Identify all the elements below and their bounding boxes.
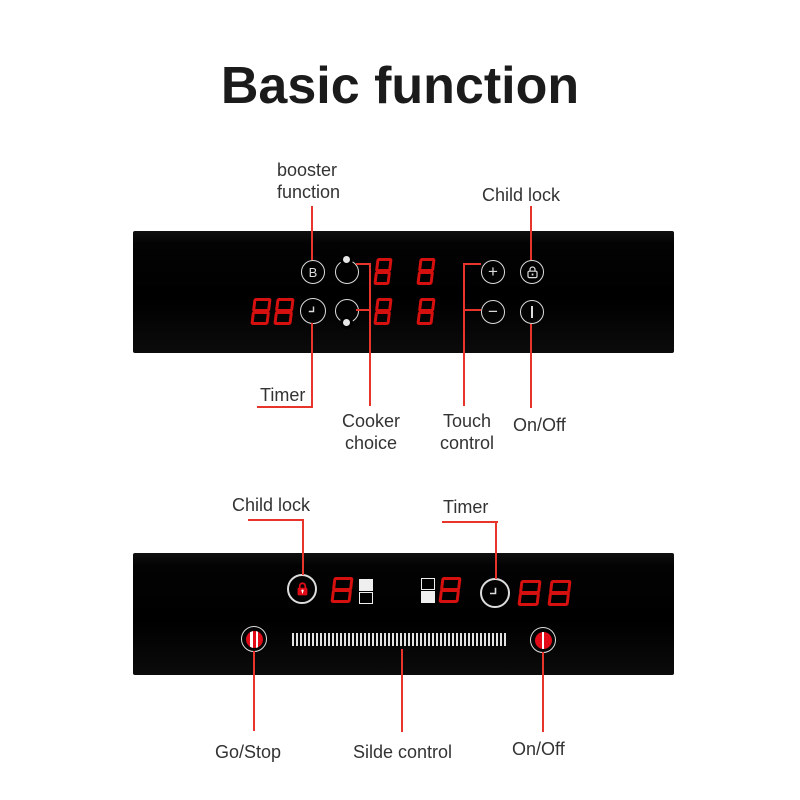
minus-button[interactable]: − xyxy=(481,300,505,324)
leader-line-timer-2-h xyxy=(442,521,498,523)
leader-line-cooker-stub-top xyxy=(356,263,369,265)
leader-line-child-lock-2-v xyxy=(302,519,304,575)
cooker-zone-top-icon xyxy=(343,256,350,263)
cooker-zone-bottom-icon xyxy=(343,319,350,326)
leader-line-onoff-2 xyxy=(542,652,544,732)
label-touch-control: Touch control xyxy=(439,411,495,453)
zone-display-top-left xyxy=(375,258,391,285)
timer-display-1 xyxy=(252,298,298,325)
label-child-lock-1: Child lock xyxy=(482,185,561,205)
label-timer-1: Timer xyxy=(260,385,306,405)
zone-display-right xyxy=(440,577,460,603)
leader-line-timer-1-v xyxy=(311,323,313,408)
leader-line-touch-stub-top xyxy=(463,263,481,265)
timer-button-2[interactable] xyxy=(480,578,510,608)
child-lock-button-1[interactable] xyxy=(520,260,544,284)
timer-clock-icon xyxy=(489,587,496,594)
label-onoff-1: On/Off xyxy=(513,415,566,435)
power-button-1[interactable] xyxy=(520,300,544,324)
timer-button-1[interactable] xyxy=(300,298,326,324)
leader-line-touch-v xyxy=(463,263,465,406)
leader-line-child-lock-1 xyxy=(530,206,532,260)
control-panel-bottom xyxy=(133,553,674,675)
leader-line-child-lock-2-h xyxy=(248,519,304,521)
go-stop-button[interactable] xyxy=(241,626,267,652)
leader-line-onoff-1 xyxy=(530,324,532,408)
label-go-stop: Go/Stop xyxy=(215,742,282,762)
plus-icon: + xyxy=(488,262,498,281)
leader-line-timer-2-v xyxy=(495,521,497,579)
booster-b-icon: B xyxy=(308,264,318,280)
zone-indicator-left-icon xyxy=(359,579,373,604)
zone-display-top-right xyxy=(418,258,434,285)
page-title: Basic function xyxy=(220,57,580,115)
label-onoff-2: On/Off xyxy=(512,739,565,759)
leader-line-go-stop xyxy=(253,651,255,731)
power-icon xyxy=(534,631,552,649)
label-slide-control: Silde control xyxy=(353,742,453,762)
child-lock-icon xyxy=(297,582,307,596)
leader-line-timer-1-h xyxy=(257,406,313,408)
power-icon xyxy=(531,306,533,318)
minus-icon: − xyxy=(488,302,498,321)
slide-control[interactable] xyxy=(292,633,506,646)
timer-clock-icon xyxy=(308,306,314,312)
leader-line-cooker-stub-bottom xyxy=(356,309,369,311)
leader-line-booster xyxy=(311,206,313,260)
power-button-2[interactable] xyxy=(530,627,556,653)
timer-display-2 xyxy=(519,580,579,606)
child-lock-button-2[interactable] xyxy=(287,574,317,604)
zone-display-bottom-right xyxy=(418,298,434,325)
booster-button[interactable]: B xyxy=(301,260,325,284)
label-cooker-choice: Cooker choice xyxy=(341,411,401,453)
zone-display-left xyxy=(332,577,352,603)
label-timer-2: Timer xyxy=(443,497,489,517)
zone-indicator-right-icon xyxy=(421,578,435,603)
zone-display-bottom-left xyxy=(375,298,391,325)
leader-line-cooker-v xyxy=(369,263,371,406)
go-stop-pause-icon xyxy=(245,630,263,648)
plus-button[interactable]: + xyxy=(481,260,505,284)
child-lock-icon xyxy=(526,266,538,279)
label-child-lock-2: Child lock xyxy=(232,495,311,515)
leader-line-touch-stub-bottom xyxy=(463,309,481,311)
label-booster-function: booster function xyxy=(277,160,341,202)
control-panel-top: B + − xyxy=(133,231,674,353)
leader-line-slide xyxy=(401,649,403,732)
